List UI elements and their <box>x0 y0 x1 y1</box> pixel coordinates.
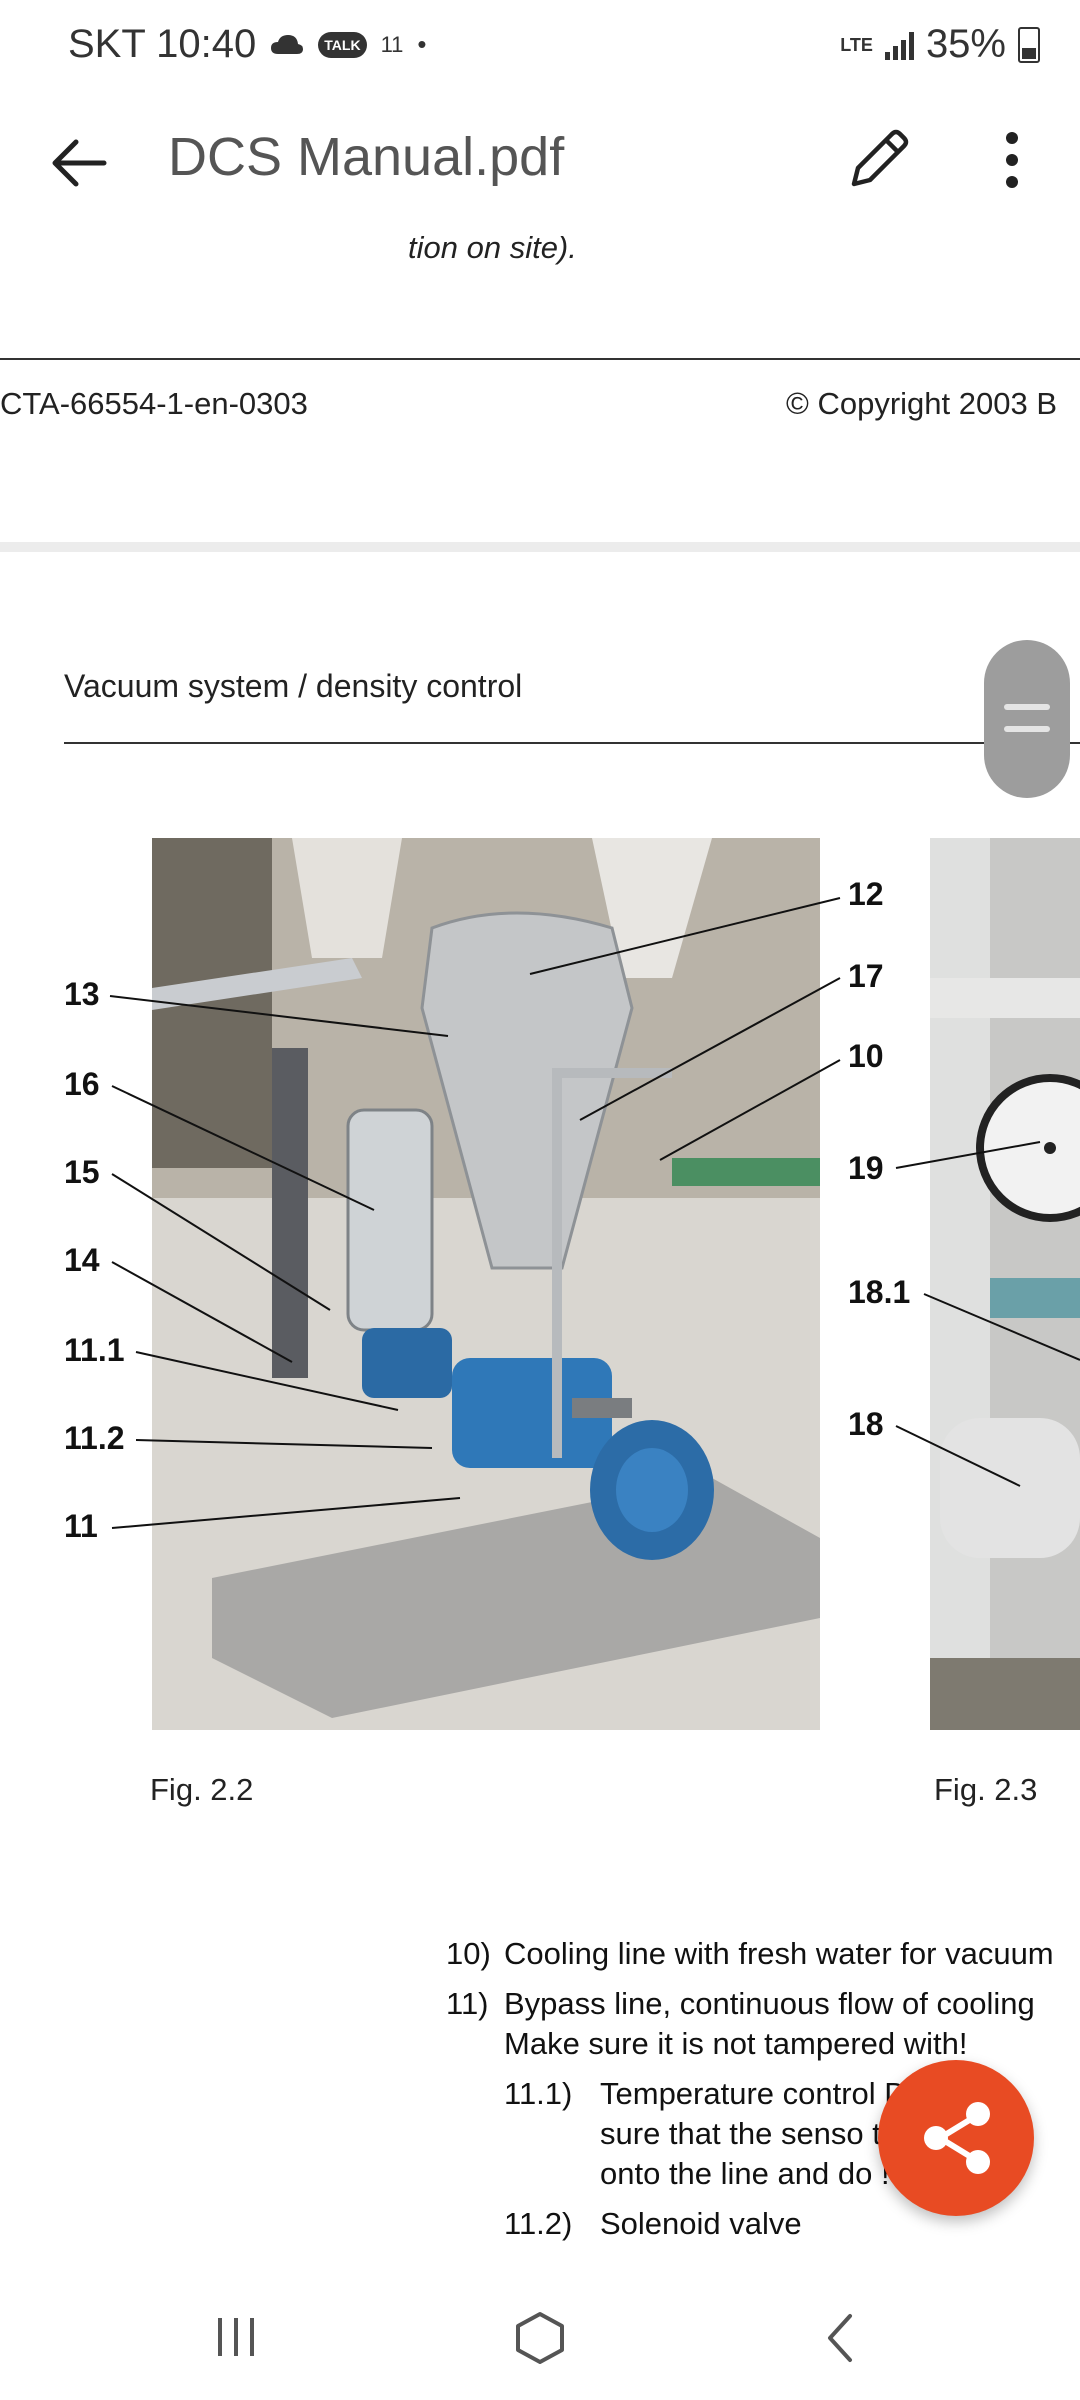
status-right: LTE 35% <box>840 22 1040 67</box>
home-icon[interactable] <box>512 2310 568 2366</box>
list-item: Solenoid valve <box>600 2206 802 2241</box>
list-item: sure that the senso t da <box>600 2116 924 2151</box>
page-tail-text: tion on site). <box>408 230 577 265</box>
callout-label: 16 <box>64 1066 100 1102</box>
more-vert-icon[interactable] <box>980 122 1044 198</box>
document-title: DCS Manual.pdf <box>168 127 565 187</box>
callout-label: 13 <box>64 976 100 1012</box>
share-button[interactable] <box>878 2060 1034 2216</box>
detail-photo <box>930 838 1080 1730</box>
callout-label: 11.1 <box>64 1332 125 1368</box>
pencil-icon[interactable] <box>840 122 916 198</box>
cloud-icon <box>271 34 304 54</box>
battery-percent: 35% <box>925 22 1006 66</box>
callout-label: 19 <box>848 1150 884 1186</box>
app-bar: DCS Manual.pdf <box>0 96 1080 232</box>
list-number: 11) <box>446 1986 489 2021</box>
callout-label: 11 <box>64 1508 98 1544</box>
back-nav-icon[interactable] <box>822 2312 858 2364</box>
list-item: Cooling line with fresh water for vacuum <box>504 1936 1054 1971</box>
footer-rule <box>0 358 1080 360</box>
list-number: 10) <box>446 1936 491 1971</box>
list-item: onto the line and do ! <box>600 2156 890 2191</box>
signal-icon <box>884 30 914 60</box>
scroll-handle-icon[interactable] <box>984 640 1070 798</box>
vacuum-system-photo <box>152 838 820 1730</box>
battery-icon <box>1018 26 1040 63</box>
callout-label: 18 <box>848 1406 884 1442</box>
callout-label: 18.1 <box>848 1274 911 1310</box>
list-item: Bypass line, continuous flow of cooling <box>504 1986 1035 2021</box>
callout-label: 14 <box>64 1242 100 1278</box>
dot-indicator: • <box>417 29 427 59</box>
callout-label: 10 <box>848 1038 884 1074</box>
figure-caption: Fig. 2.2 <box>150 1772 254 1807</box>
talk-badge-icon: TALK <box>318 31 367 58</box>
callout-label: 17 <box>848 958 884 994</box>
share-icon <box>924 2102 990 2174</box>
document-id: CTA-66554-1-en-0303 <box>0 386 308 421</box>
list-item: Make sure it is not tampered with! <box>504 2026 968 2061</box>
status-bar: SKT 10:40 TALK 11 • LTE 35% <box>0 0 1080 96</box>
pdf-viewer[interactable]: tion on site). CTA-66554-1-en-0303 © Cop… <box>0 230 1080 2270</box>
section-title: Vacuum system / density control <box>64 668 523 704</box>
carrier-time: SKT 10:40 <box>68 22 257 66</box>
header-rule <box>64 742 1080 744</box>
figure-caption: Fig. 2.3 <box>934 1772 1038 1807</box>
list-number: 11.1) <box>504 2076 573 2111</box>
navigation-bar <box>0 2270 1080 2400</box>
callout-leaders <box>109 897 1080 1529</box>
callout-label: 15 <box>64 1154 100 1190</box>
copyright-text: © Copyright 2003 B <box>786 386 1057 421</box>
page-separator <box>0 542 1080 552</box>
callout-label: 12 <box>848 876 884 912</box>
list-number: 11.2) <box>504 2206 573 2241</box>
callout-label: 11.2 <box>64 1420 125 1456</box>
network-type: LTE <box>840 34 873 55</box>
extra-indicator: 11 <box>380 31 404 57</box>
arrow-left-icon[interactable] <box>46 130 112 196</box>
status-left: SKT 10:40 TALK 11 • <box>68 22 427 67</box>
recent-apps-icon[interactable] <box>214 2314 258 2360</box>
